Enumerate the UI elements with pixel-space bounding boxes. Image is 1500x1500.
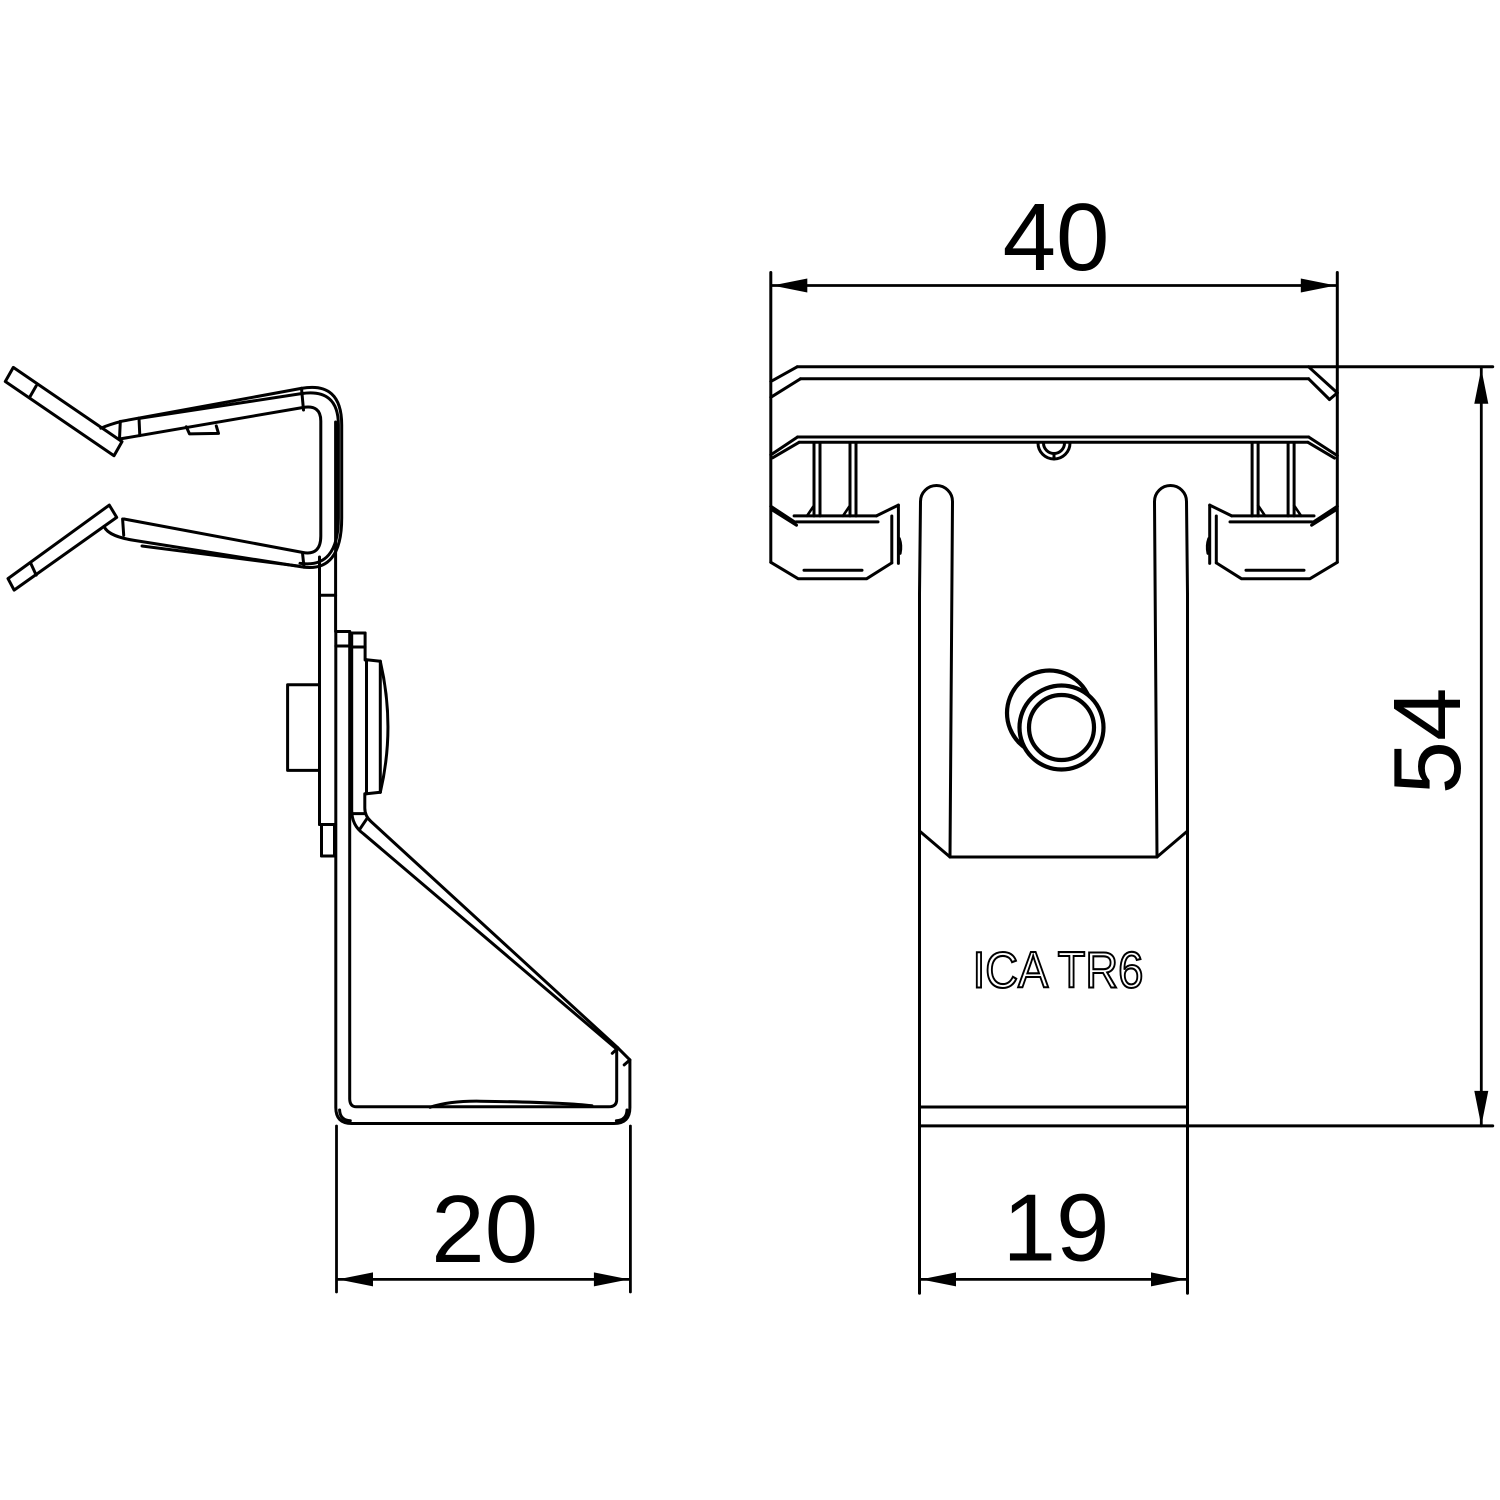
svg-text:ICA TR6: ICA TR6 <box>973 942 1144 999</box>
svg-text:19: 19 <box>1003 1174 1110 1281</box>
svg-text:54: 54 <box>1374 688 1481 795</box>
svg-text:40: 40 <box>1003 184 1110 291</box>
svg-text:20: 20 <box>431 1176 538 1283</box>
